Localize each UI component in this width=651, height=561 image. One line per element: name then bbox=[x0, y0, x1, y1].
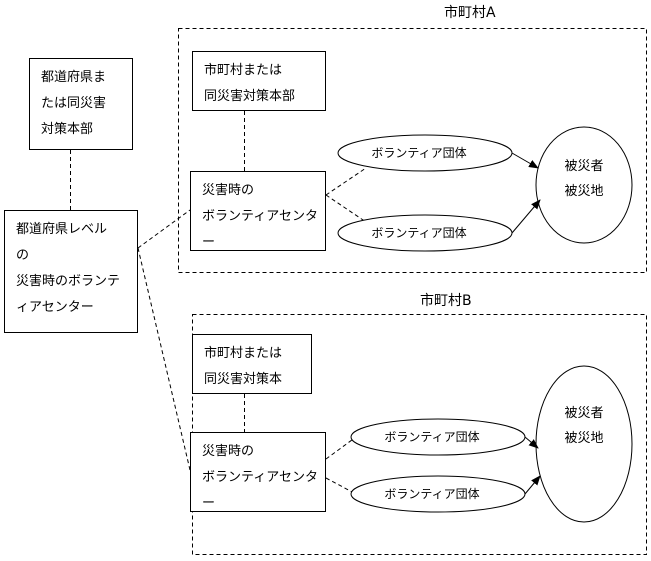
municipality-a-region bbox=[178, 28, 647, 273]
municipality-a-center-line-2: ボランティアセンタ bbox=[202, 209, 318, 224]
municipality-b-center-line-2: ボランティアセンタ bbox=[202, 470, 318, 485]
prefecture-hq-box: 都道府県ま たは同災害 対策本部 bbox=[29, 58, 133, 150]
group-label-b2: ボランティア団体 bbox=[384, 487, 479, 501]
prefecture-center-line-2: の bbox=[16, 248, 30, 263]
municipality-b-hq-line-2: 同災害対策本 bbox=[204, 372, 283, 387]
arrow-group-b1-to-victims-b bbox=[524, 436, 539, 449]
group-ellipse-a1 bbox=[337, 134, 513, 172]
municipality-a-title: 市町村A bbox=[444, 5, 496, 21]
municipality-b-volunteer-center-box: 災害時の ボランティアセンタ ー bbox=[190, 432, 326, 512]
municipality-a-center-line-1: 災害時の bbox=[202, 183, 255, 198]
prefecture-hq-line-2: たは同災害 bbox=[41, 96, 107, 111]
municipality-b-center-line-3: ー bbox=[202, 496, 216, 511]
group-label-a1: ボランティア団体 bbox=[371, 146, 466, 160]
municipality-a-center-line-3: ー bbox=[202, 235, 216, 250]
connector-center-a-to-group-a1 bbox=[325, 167, 367, 196]
municipality-a-volunteer-center-box: 災害時の ボランティアセンタ ー bbox=[190, 171, 326, 251]
prefecture-hq-line-1: 都道府県ま bbox=[41, 70, 107, 85]
prefecture-volunteer-center-box: 都道府県レベル の 災害時のボランテ ィアセンター bbox=[4, 210, 138, 333]
group-label-a2: ボランティア団体 bbox=[371, 226, 466, 240]
victims-ellipse-a bbox=[535, 126, 633, 244]
arrow-group-a1-to-victims-a bbox=[511, 152, 539, 169]
prefecture-center-line-1: 都道府県レベル bbox=[16, 222, 108, 237]
prefecture-center-line-3: 災害時のボランテ bbox=[16, 274, 121, 289]
municipality-a-hq-line-2: 同災害対策本部 bbox=[204, 89, 296, 104]
group-label-b1: ボランティア団体 bbox=[384, 430, 479, 444]
victims-label-b-line2: 被災地 bbox=[564, 431, 603, 446]
connector-pref-center-to-center-b bbox=[137, 247, 191, 471]
municipality-a-hq-line-1: 市町村または bbox=[204, 63, 283, 78]
arrow-group-b2-to-victims-b bbox=[524, 475, 541, 495]
victims-label-a-line2: 被災地 bbox=[564, 184, 603, 199]
municipality-b-hq-line-1: 市町村または bbox=[204, 346, 283, 361]
prefecture-hq-line-3: 対策本部 bbox=[41, 122, 94, 137]
municipality-b-hq-box: 市町村または 同災害対策本 bbox=[192, 334, 312, 394]
connector-center-b-to-group-b1 bbox=[325, 436, 357, 460]
victims-label-a-line1: 被災者 bbox=[564, 159, 603, 174]
arrow-group-a2-to-victims-a bbox=[511, 199, 541, 234]
connector-pref-center-to-center-a bbox=[137, 209, 191, 249]
connector-center-a-to-group-a2 bbox=[325, 194, 367, 223]
connector-center-b-to-group-b2 bbox=[325, 477, 357, 495]
prefecture-center-line-4: ィアセンター bbox=[16, 300, 94, 315]
municipality-b-title: 市町村B bbox=[420, 293, 472, 309]
municipality-a-hq-box: 市町村または 同災害対策本部 bbox=[192, 51, 326, 111]
victims-label-b-line1: 被災者 bbox=[564, 406, 603, 421]
municipality-b-center-line-1: 災害時の bbox=[202, 444, 255, 459]
